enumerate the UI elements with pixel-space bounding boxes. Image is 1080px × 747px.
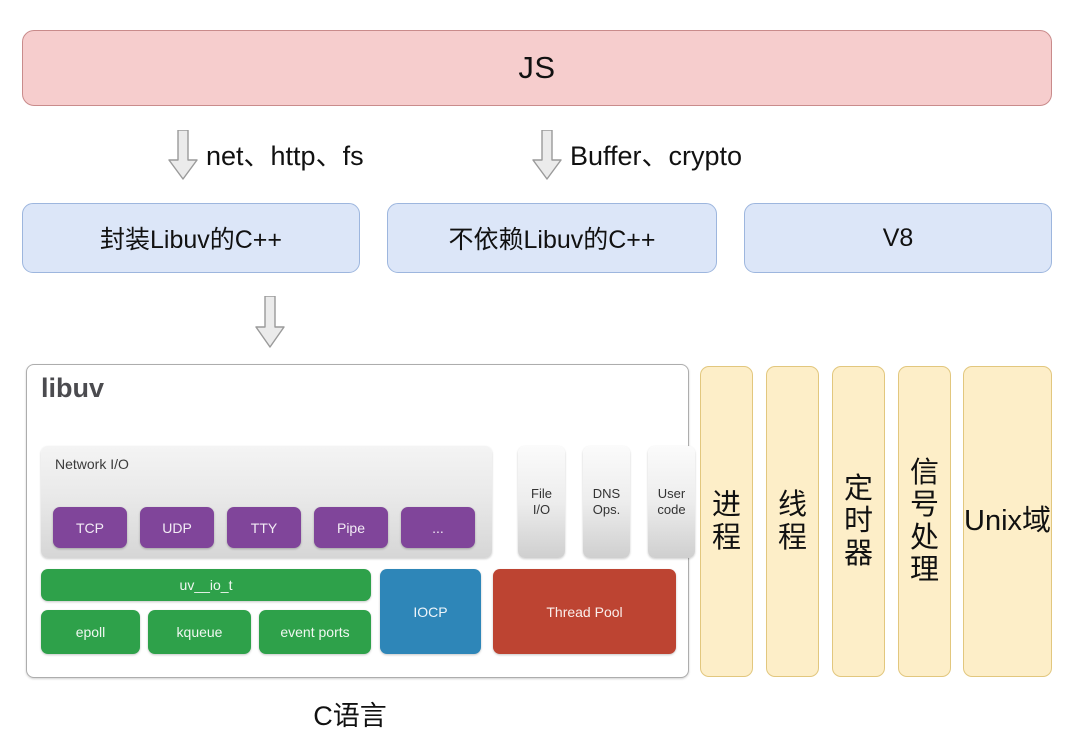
layer-box-v8: V8 (744, 203, 1052, 273)
feature-column-process-label: 进程 (711, 489, 741, 554)
thread-pool-box: Thread Pool (493, 569, 676, 654)
arrow-buffer-crypto-icon (532, 130, 562, 180)
chip-tty: TTY (227, 507, 301, 548)
chip-more: ... (401, 507, 475, 548)
feature-column-signal-handling-label: 信号处理 (909, 456, 939, 586)
arrow-to-libuv-icon (255, 296, 285, 348)
layer-label-wrapped-libuv-cpp: 封装Libuv的C++ (99, 226, 283, 254)
feature-column-unix-domain: Unix域 (963, 366, 1052, 677)
feature-column-process: 进程 (700, 366, 753, 677)
network-io-group: Network I/O TCP UDP TTY Pipe ... (41, 446, 492, 558)
feature-column-signal-handling: 信号处理 (898, 366, 951, 677)
arrow-buffer-crypto-label: Buffer、crypto (570, 141, 743, 171)
feature-column-timer: 定时器 (832, 366, 885, 677)
backend-event-ports: event ports (259, 610, 371, 654)
iocp-box: IOCP (380, 569, 481, 654)
arrow-net-http-fs-icon (168, 130, 198, 180)
arrow-net-http-fs-label: net、http、fs (206, 141, 364, 171)
chip-udp: UDP (140, 507, 214, 548)
backend-epoll: epoll (41, 610, 140, 654)
feature-column-timer-label: 定时器 (843, 472, 873, 570)
feature-column-unix-domain-label: Unix域 (964, 505, 1052, 538)
js-layer-box: JS (22, 30, 1052, 106)
backend-kqueue: kqueue (148, 610, 251, 654)
network-io-chip-row: TCP UDP TTY Pipe ... (53, 507, 475, 548)
chip-tcp: TCP (53, 507, 127, 548)
layer-label-independent-cpp: 不依赖Libuv的C++ (448, 226, 656, 254)
layer-box-wrapped-libuv-cpp: 封装Libuv的C++ (22, 203, 360, 273)
layer-label-v8: V8 (882, 223, 914, 252)
layer-box-independent-cpp: 不依赖Libuv的C++ (387, 203, 717, 273)
chip-pipe: Pipe (314, 507, 388, 548)
footer-c-language-label: C语言 (313, 701, 387, 731)
uv-io-t-bar: uv__io_t (41, 569, 371, 601)
network-io-label: Network I/O (55, 456, 129, 472)
libuv-title: libuv (41, 373, 105, 403)
js-layer-label: JS (518, 50, 556, 85)
libuv-panel: libuv Network I/O TCP UDP TTY Pipe ... F… (26, 364, 695, 678)
feature-column-thread: 线程 (766, 366, 819, 677)
feature-column-thread-label: 线程 (777, 489, 807, 554)
